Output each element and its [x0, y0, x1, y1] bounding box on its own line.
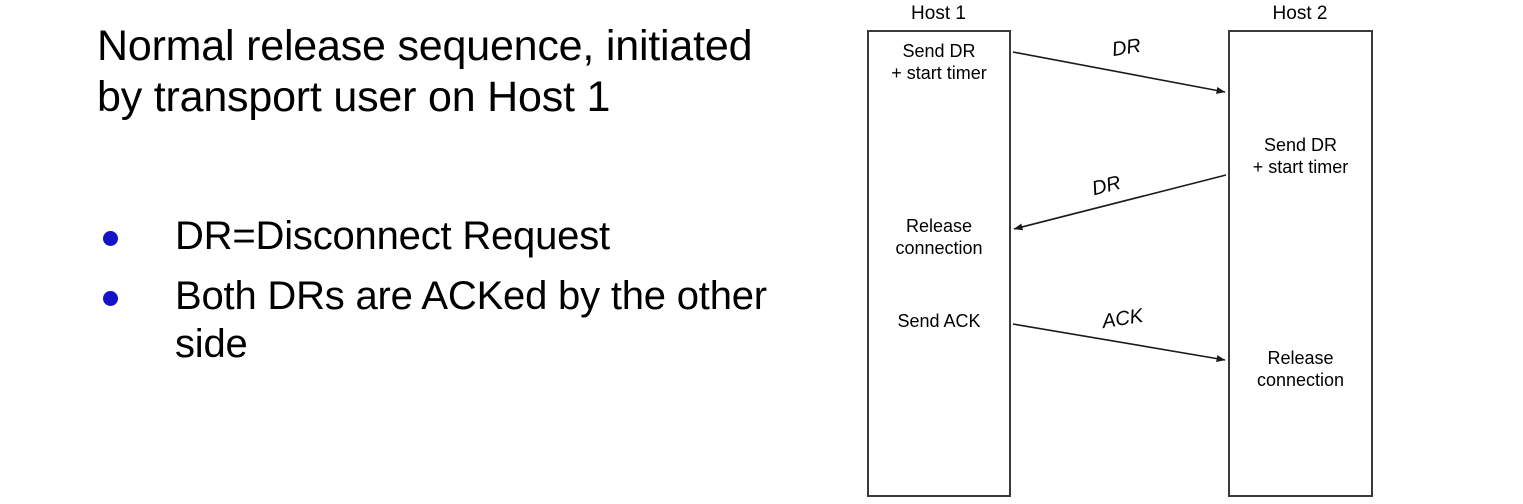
host2-event-send-dr: Send DR + start timer [1252, 135, 1349, 177]
sequence-diagram: Host 1 Host 2 Send DR + start timer Rele… [840, 0, 1523, 504]
message-label-dr-1: DR [1110, 34, 1143, 62]
host2-title: Host 2 [1272, 3, 1328, 24]
bullet-dot-icon [103, 231, 118, 246]
host1-lifeline-box [867, 30, 1011, 497]
message-arrow-ack [1012, 323, 1226, 363]
bullet-dot-icon [103, 291, 118, 306]
list-item-label: Both DRs are ACKed by the other side [175, 274, 767, 366]
list-item: DR=Disconnect Request [97, 212, 797, 260]
page-title: Normal release sequence, initiated by tr… [97, 22, 753, 121]
host1-event-send-dr: Send DR + start timer [891, 41, 987, 83]
host1-event-send-ack: Send ACK [897, 311, 981, 331]
message-arrow-dr-2 [1013, 174, 1227, 231]
message-arrows [1012, 51, 1227, 363]
list-item-label: DR=Disconnect Request [175, 214, 610, 258]
host2-event-release-connection: Release connection [1256, 348, 1345, 390]
host2-lifeline-box [1228, 30, 1373, 497]
bullet-list: DR=Disconnect Request Both DRs are ACKed… [97, 212, 797, 380]
message-arrow-dr-1 [1012, 51, 1226, 94]
host1-title: Host 1 [911, 3, 966, 24]
slide-text-pane: Normal release sequence, initiated by tr… [97, 22, 797, 380]
host1-event-release-connection: Release connection [895, 216, 983, 258]
list-item: Both DRs are ACKed by the other side [97, 272, 797, 368]
